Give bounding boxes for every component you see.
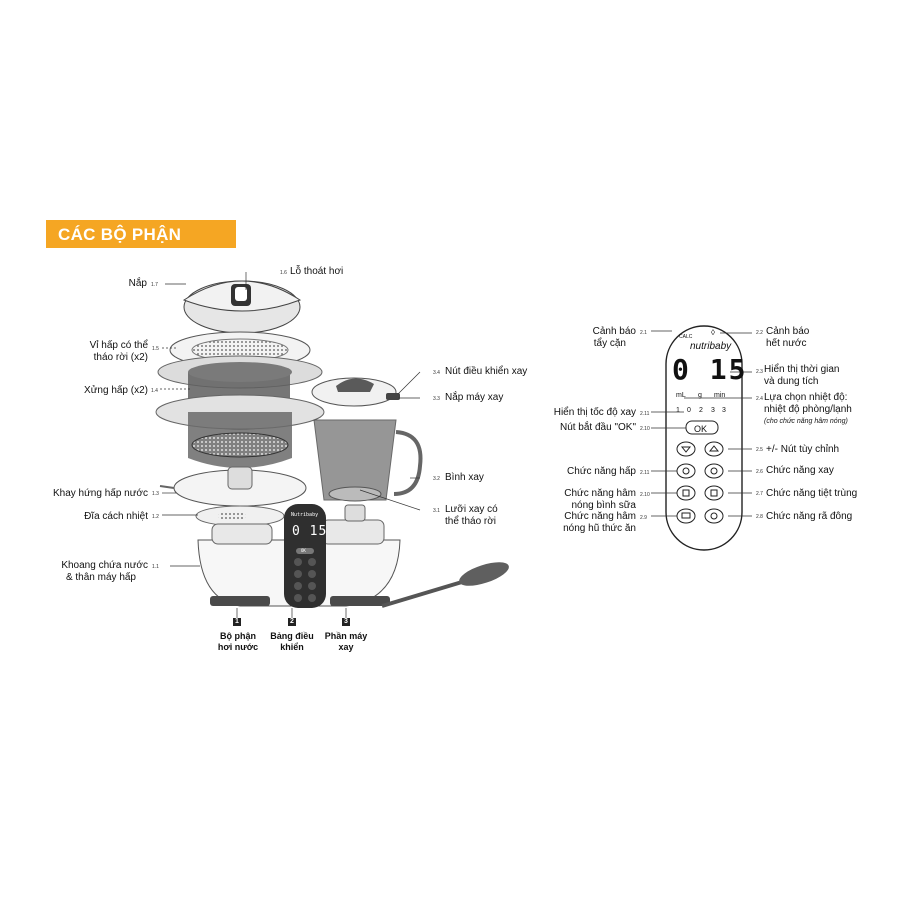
label-jug: Bình xay: [445, 472, 484, 483]
num-base: 1.1: [152, 564, 159, 570]
temp-2: 2: [699, 407, 703, 414]
num-knob: 3.4: [433, 370, 440, 376]
num-descale: 2.1: [640, 330, 647, 336]
mini-panel-display: 0 15: [292, 524, 328, 539]
label-knob: Nút điều khiển xay: [445, 366, 528, 377]
steamer-lid: [182, 280, 302, 334]
panel-display: 0 15: [672, 353, 748, 386]
num-steam: 2.11: [640, 470, 650, 476]
label-ok: Nút bắt đầu "OK": [559, 422, 636, 433]
label-disc: Đĩa cách nhiệt: [84, 511, 148, 522]
label-blend: Chức năng xay: [766, 465, 834, 476]
label-rack-1: Vỉ hấp có thể: [89, 340, 148, 351]
unit-min: min: [714, 392, 726, 399]
panel-buttons: [676, 420, 724, 524]
blender-lid: [311, 377, 400, 407]
num-defrost: 2.8: [756, 514, 763, 520]
label-drip-tray: Khay hứng hấp nước: [52, 488, 148, 499]
part-1-line1: Bộ phận: [220, 631, 256, 641]
calc-indicator: CALC: [679, 334, 693, 340]
mini-panel-brand: Nutribaby: [291, 512, 319, 518]
label-jar-1: Chức năng hâm: [564, 511, 636, 522]
label-plus-minus: +/- Nút tùy chỉnh: [766, 444, 840, 455]
num-blend: 2.6: [756, 469, 763, 475]
label-temp-3: (cho chức năng hâm nóng): [764, 418, 848, 425]
unit-g: g: [698, 392, 702, 399]
num-jug: 3.2: [433, 476, 440, 482]
section-title-banner: CÁC BỘ PHẬN: [46, 220, 236, 248]
drip-tray: [159, 466, 307, 507]
temp-3b: 3: [722, 407, 726, 414]
part-3-badge: 3: [342, 618, 350, 626]
label-basket: Xửng hấp (x2): [84, 385, 148, 396]
num-water: 2.2: [756, 330, 763, 336]
label-descale-2: tẩy cặn: [593, 338, 626, 349]
label-blade-2: thể tháo rời: [445, 516, 497, 527]
num-drip-tray: 1.3: [152, 491, 159, 497]
num-basket: 1.4: [151, 388, 158, 394]
leader-lines: [160, 272, 752, 620]
num-blender-lid: 3.3: [433, 396, 440, 402]
ok-button-label: OK: [694, 424, 708, 434]
temp-0: 0: [687, 407, 691, 414]
part-3-line1: Phần máy: [324, 631, 368, 641]
label-temp-2: nhiệt độ phòng/lạnh: [764, 404, 852, 415]
insulation-disc: [195, 505, 285, 527]
part-3-line2: xay: [338, 642, 354, 652]
label-display-2: và dung tích: [764, 376, 819, 387]
num-lid: 1.7: [151, 282, 158, 288]
num-speed: 2.11: [640, 411, 650, 417]
label-rack-2: tháo rời (x2): [93, 352, 148, 363]
part-2-line2: khiển: [280, 642, 304, 652]
label-descale-1: Cảnh báo: [592, 326, 636, 337]
num-vent: 1.6: [280, 270, 287, 276]
water-drop-icon: ◊: [711, 328, 715, 337]
section-title: CÁC BỘ PHẬN: [58, 225, 182, 244]
num-ok: 2.10: [640, 426, 650, 432]
label-bottle-1: Chức năng hâm: [564, 488, 636, 499]
label-temp-1: Lựa chọn nhiệt độ:: [764, 392, 848, 403]
button-arrows: [680, 445, 720, 520]
label-bottle-2: nóng bình sữa: [571, 500, 636, 511]
num-sterilize: 2.7: [756, 491, 763, 497]
label-steam: Chức năng hấp: [567, 466, 636, 477]
temp-1: 1: [676, 407, 680, 414]
num-jar: 2.9: [640, 515, 647, 521]
part-1-badge: 1: [233, 618, 241, 626]
label-water-2: hết nước: [766, 338, 807, 349]
num-temp: 2.4: [756, 396, 763, 402]
steamer-basket: [155, 355, 325, 468]
label-defrost: Chức năng rã đông: [766, 511, 853, 522]
label-blade-1: Lưỡi xay có: [445, 504, 498, 515]
mini-panel-buttons: [294, 548, 316, 602]
num-rack: 1.5: [152, 346, 159, 352]
label-speed: Hiển thị tốc độ xay: [553, 407, 636, 418]
part-1-line2: hơi nước: [217, 642, 259, 652]
part-2-badge: 2: [288, 618, 296, 626]
num-blade: 3.1: [433, 508, 440, 514]
spatula: [381, 562, 509, 608]
label-blender-lid: Nắp máy xay: [445, 392, 504, 403]
blender-jug: [313, 419, 423, 522]
panel-brand: nutribaby: [690, 341, 732, 352]
num-disc: 1.2: [152, 514, 159, 520]
part-2-line1: Bảng điều: [270, 631, 314, 641]
label-lid: Nắp: [128, 278, 147, 289]
temp-3a: 3: [711, 407, 715, 414]
num-display: 2.3: [756, 369, 763, 375]
label-base-1: Khoang chứa nước: [61, 560, 148, 571]
label-sterilize: Chức năng tiệt trùng: [766, 488, 858, 499]
label-display-1: Hiển thị thời gian: [764, 364, 840, 375]
num-bottle: 2.10: [640, 492, 650, 498]
label-vent: Lỗ thoát hơi: [290, 266, 344, 277]
label-base-2: & thân máy hấp: [65, 572, 136, 583]
mini-panel-ok: OK: [301, 548, 306, 553]
unit-ml: mL: [676, 392, 686, 399]
num-plus-minus: 2.5: [756, 447, 763, 453]
label-jar-2: nóng hũ thức ăn: [563, 523, 636, 534]
mini-control-panel: [284, 504, 326, 608]
label-water-1: Cảnh báo: [766, 326, 810, 337]
